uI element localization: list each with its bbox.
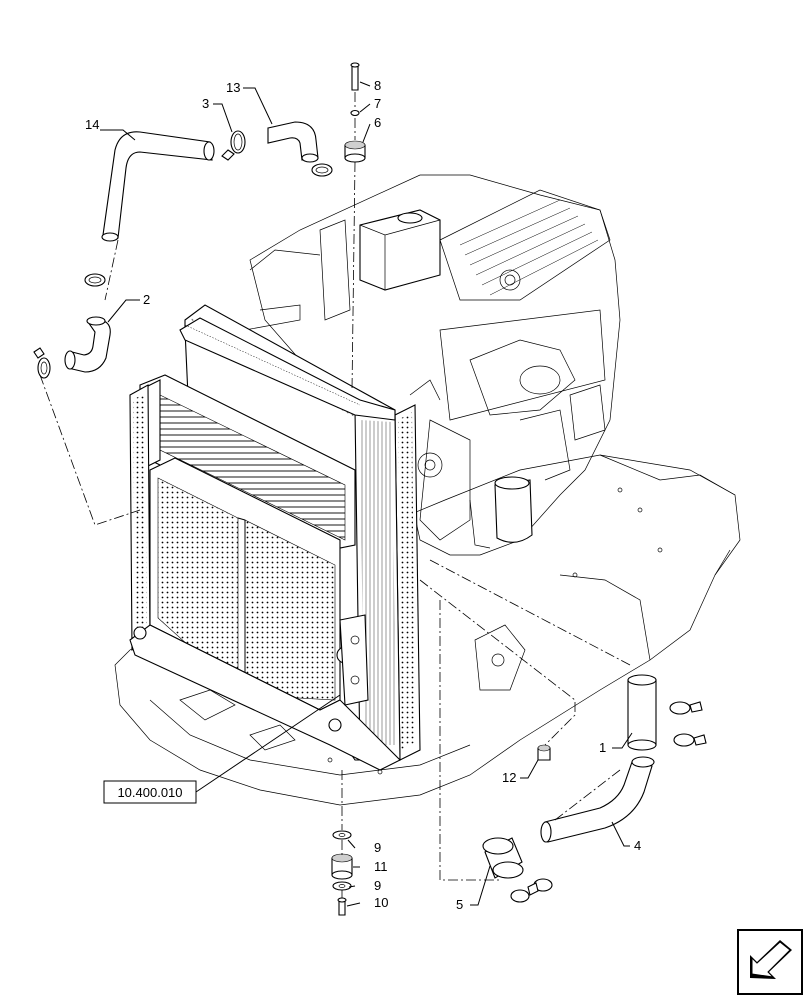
callout-14: 14: [85, 117, 99, 132]
reference-box[interactable]: 10.400.010: [103, 780, 197, 804]
callout-7: 7: [374, 96, 381, 111]
callout-10: 10: [374, 895, 388, 910]
callout-13: 13: [226, 80, 240, 95]
callout-1: 1: [599, 740, 606, 755]
hose-clamp-3: [221, 130, 246, 161]
leader-lines: [100, 81, 633, 907]
mount-6: [344, 140, 366, 163]
washer-7: [350, 109, 360, 117]
hose-5: [482, 837, 553, 903]
callout-labels: 14 3 13 8 7 6 2 1 4 5 12 9 11 9 10: [85, 78, 641, 912]
callout-8: 8: [374, 78, 381, 93]
hose-1: [627, 674, 707, 751]
callout-5: 5: [456, 897, 463, 912]
hose-elbow-2: [33, 273, 111, 379]
mount-11: [331, 853, 353, 880]
callout-3: 3: [202, 96, 209, 111]
washer-9-lower: [332, 881, 352, 891]
callout-9-lower: 9: [374, 878, 381, 893]
bolt-10: [337, 897, 347, 916]
callout-9-upper: 9: [374, 840, 381, 855]
washer-9-upper: [332, 830, 352, 840]
hose-elbow-13: [267, 121, 333, 177]
callout-11: 11: [374, 859, 388, 874]
engine-assembly: [244, 174, 621, 556]
hose-4: [540, 756, 655, 843]
assembly-lines: [39, 92, 631, 898]
callout-6: 6: [374, 115, 381, 130]
reference-code: 10.400.010: [117, 785, 182, 800]
bolt-8: [350, 62, 360, 91]
callout-12: 12: [502, 770, 516, 785]
upper-hose-14: [101, 131, 215, 242]
callout-2: 2: [143, 292, 150, 307]
front-direction-icon: [737, 929, 803, 995]
cap-12: [537, 744, 551, 761]
machine-frame: [114, 454, 741, 806]
callout-4: 4: [634, 838, 641, 853]
cooling-package: [129, 304, 421, 771]
